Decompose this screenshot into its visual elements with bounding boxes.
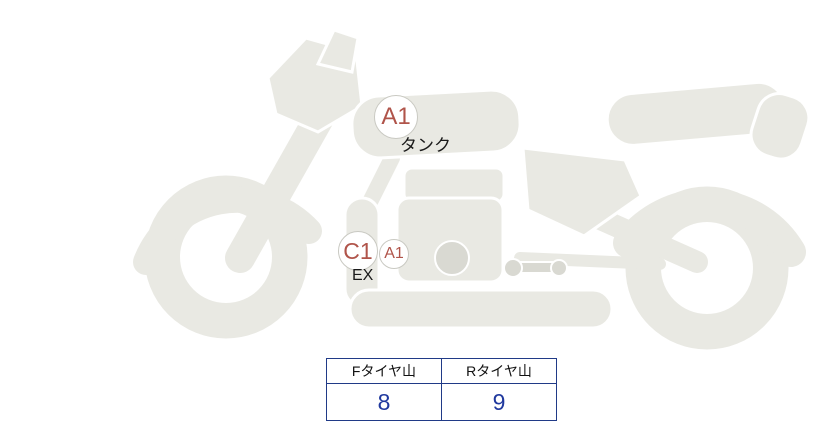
front-tire-tread-value: 8	[326, 383, 442, 421]
rear-tire-tread-value: 9	[441, 383, 557, 421]
lower-frame	[514, 252, 666, 270]
marker-exhaust-label: EX	[352, 267, 374, 284]
tire-tread-table: Fタイヤ山 Rタイヤ山 8 9	[326, 358, 557, 421]
mirror	[315, 28, 360, 74]
marker-tank-code-badge: A1	[374, 95, 418, 139]
rear-fender	[613, 188, 806, 267]
kick-pedal-end	[550, 259, 568, 277]
muffler	[348, 288, 614, 330]
marker-tank-code: A1	[381, 103, 411, 130]
marker-tank-label: タンク	[400, 136, 451, 155]
front-fender	[133, 186, 322, 275]
tail-cowl	[749, 92, 811, 161]
tire-table-value-row: 8 9	[326, 383, 557, 421]
rear-wheel-hub	[661, 222, 753, 314]
front-tire-header: Fタイヤ山	[326, 358, 442, 384]
marker-exhaust-secondary-code-badge: A1	[379, 239, 409, 269]
marker-exhaust-code: C1	[343, 237, 373, 264]
kick-pedal-pivot	[503, 258, 523, 278]
marker-exhaust-code-badge: C1	[338, 231, 378, 271]
swingarm	[587, 207, 708, 273]
marker-exhaust-secondary-code: A1	[384, 245, 404, 262]
side-cover	[521, 146, 643, 238]
rear-tire-header: Rタイヤ山	[441, 358, 557, 384]
engine-cover-circle	[434, 240, 470, 276]
tire-table-header-row: Fタイヤ山 Rタイヤ山	[326, 358, 557, 384]
